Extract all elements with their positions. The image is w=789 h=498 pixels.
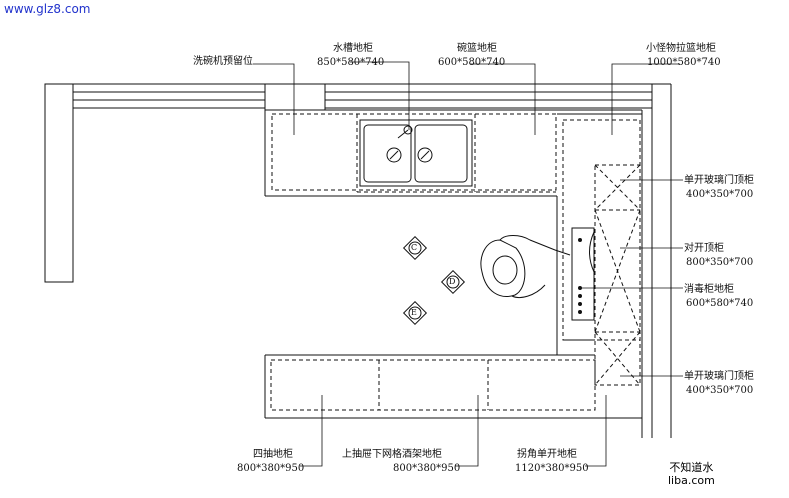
view-marker-c: [402, 235, 428, 261]
label-glass-top2-name: 单开玻璃门顶柜: [684, 371, 754, 382]
label-glass-top-name: 单开玻璃门顶柜: [684, 175, 754, 186]
site-url: www.glz8.com: [4, 2, 91, 16]
label-basket-name: 小怪物拉篮地柜: [646, 43, 716, 54]
label-dishwasher: 洗碗机预留位: [193, 56, 253, 67]
view-marker-e: [402, 300, 428, 326]
label-drawer-size: 800*380*950: [237, 463, 305, 474]
label-bowl-name: 碗篮地柜: [457, 43, 497, 54]
bottom-counter: [264, 354, 642, 419]
label-steril-name: 消毒柜地柜: [684, 284, 734, 295]
label-sink-name: 水槽地柜: [333, 43, 373, 54]
watermark-line1: 不知道水: [669, 461, 714, 474]
leader-lines: [253, 61, 683, 467]
marker-c-label: C: [411, 243, 418, 252]
label-corner-size: 1120*380*950: [515, 463, 589, 474]
label-double-top-name: 对开顶柜: [684, 243, 724, 254]
label-basket-size: 1000*580*740: [647, 57, 721, 68]
label-double-top-size: 800*350*700: [686, 257, 754, 268]
label-sink-size: 850*580*740: [317, 57, 385, 68]
watermark-line2: liba.com: [668, 474, 715, 487]
wall-outline: [44, 83, 672, 438]
label-bowl-size: 600*580*740: [438, 57, 506, 68]
label-corner-name: 拐角单开地柜: [517, 449, 577, 460]
top-counter: [264, 109, 642, 355]
label-glass-top2-size: 400*350*700: [686, 385, 754, 396]
label-steril-size: 600*580*740: [686, 298, 754, 309]
right-counter: [557, 113, 642, 341]
label-wine-name: 上抽屉下网格酒架地柜: [342, 449, 442, 460]
marker-e-label: E: [411, 308, 417, 317]
label-wine-size: 800*380*950: [393, 463, 461, 474]
view-marker-d: [440, 269, 466, 295]
label-glass-top-size: 400*350*700: [686, 189, 754, 200]
wall-cabinets: [594, 164, 641, 386]
watermark: 不知道水 liba.com: [668, 461, 715, 487]
label-drawer-name: 四抽地柜: [253, 449, 293, 460]
marker-d-label: D: [449, 277, 456, 286]
person-figure: [480, 235, 571, 299]
double-sink: [359, 119, 473, 187]
